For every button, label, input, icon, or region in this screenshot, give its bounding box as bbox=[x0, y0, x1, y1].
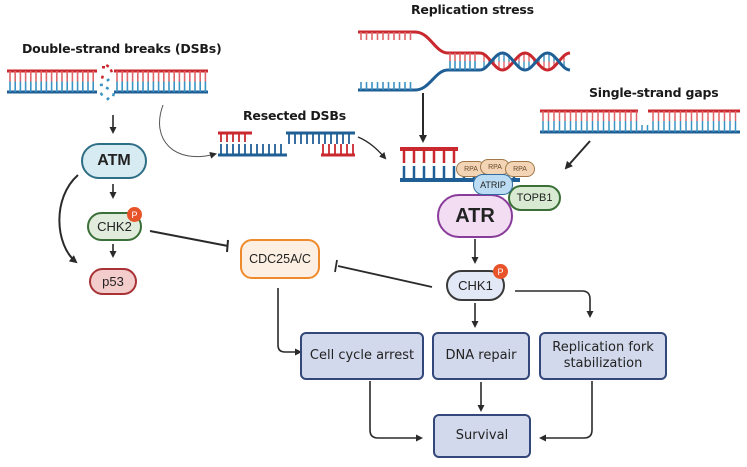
ss-gap-dna-illustration bbox=[540, 109, 740, 134]
cdc25-label: CDC25A/C bbox=[249, 252, 311, 266]
arrow-ssgap-to-atr bbox=[564, 140, 591, 170]
chk2-label: CHK2 bbox=[97, 219, 132, 234]
cell-cycle-arrest-label: Cell cycle arrest bbox=[309, 347, 415, 363]
label-single-strand-gaps: Single-strand gaps bbox=[589, 85, 719, 100]
rpa-3: RPA bbox=[505, 161, 535, 177]
phospho-badge-chk2: P bbox=[127, 207, 142, 222]
node-atrip: ATRIP bbox=[473, 174, 513, 195]
label-replication-stress: Replication stress bbox=[411, 2, 534, 17]
label-resected-dsbs: Resected DSBs bbox=[243, 108, 346, 123]
arrow-atm-to-p53 bbox=[58, 174, 79, 264]
inhibit-chk1-cdc25-bar bbox=[334, 259, 338, 273]
arrow-arrest-to-survival bbox=[369, 381, 423, 442]
arrows bbox=[58, 93, 594, 442]
atrip-label: ATRIP bbox=[480, 179, 506, 190]
fork-stabilization-line1: Replication fork bbox=[552, 339, 654, 355]
phospho-label: P bbox=[497, 266, 504, 277]
rpa-1: RPA bbox=[456, 161, 486, 177]
chk1-label: CHK1 bbox=[458, 278, 493, 293]
phospho-badge-chk1: P bbox=[493, 264, 508, 279]
topb1-label: TOPB1 bbox=[516, 192, 553, 204]
outcome-cell-cycle-arrest: Cell cycle arrest bbox=[300, 332, 424, 380]
node-topb1: TOPB1 bbox=[508, 185, 561, 211]
inhibit-chk2-cdc25 bbox=[149, 230, 229, 247]
arrow-chk1-to-fork bbox=[515, 290, 594, 318]
survival-label: Survival bbox=[455, 427, 509, 443]
label-dsb: Double-strand breaks (DSBs) bbox=[22, 41, 222, 56]
inhibit-chk1-cdc25 bbox=[337, 265, 433, 288]
dna-repair-label: DNA repair bbox=[445, 347, 517, 363]
arrow-resected-to-atr bbox=[357, 136, 387, 160]
node-chk1: CHK1 bbox=[446, 270, 505, 301]
atm-label: ATM bbox=[97, 152, 131, 169]
rpa-label: RPA bbox=[488, 163, 502, 171]
node-atm: ATM bbox=[81, 143, 147, 179]
rpa-label: RPA bbox=[513, 165, 527, 173]
arrow-fork-to-survival bbox=[539, 381, 593, 442]
outcome-survival: Survival bbox=[433, 414, 531, 458]
dsb-dna-illustration bbox=[7, 63, 208, 101]
node-p53: p53 bbox=[89, 268, 137, 295]
arrow-dsb-to-resected bbox=[159, 104, 217, 159]
inhibit-chk2-cdc25-bar bbox=[226, 239, 229, 253]
outcome-dna-repair: DNA repair bbox=[432, 332, 530, 380]
phospho-label: P bbox=[131, 209, 138, 220]
p53-label: p53 bbox=[102, 274, 124, 289]
outcome-fork-stabilization: Replication fork stabilization bbox=[539, 332, 667, 380]
resected-dsb-illustration bbox=[218, 131, 355, 157]
node-cdc25ac: CDC25A/C bbox=[240, 239, 320, 279]
node-atr: ATR bbox=[437, 194, 513, 238]
rpa-label: RPA bbox=[464, 165, 478, 173]
arrow-cdc25-to-arrest bbox=[277, 288, 302, 356]
atr-label: ATR bbox=[455, 204, 495, 227]
replication-fork-illustration bbox=[358, 30, 571, 92]
fork-stabilization-line2: stabilization bbox=[563, 356, 643, 371]
